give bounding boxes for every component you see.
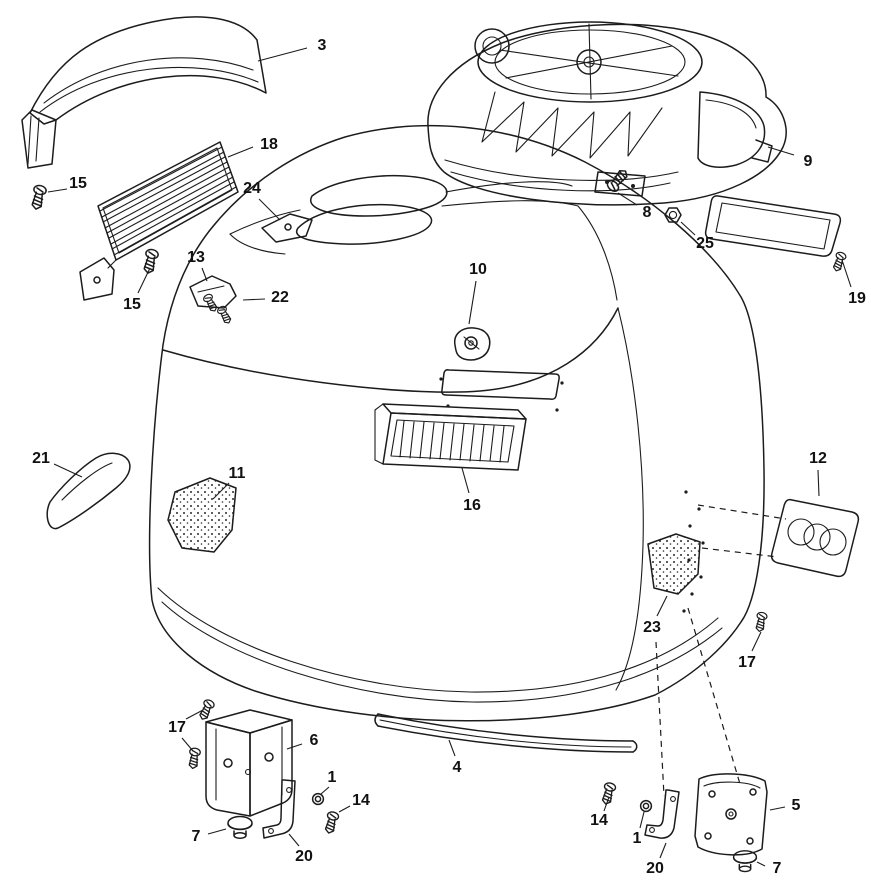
rivet-holes [682, 490, 705, 613]
part-callout-14: 14 [590, 812, 608, 829]
part-callout-19: 19 [848, 290, 866, 307]
leader-line-16 [461, 467, 470, 494]
part-callout-14: 14 [352, 792, 370, 809]
part-callout-4: 4 [453, 759, 462, 776]
trim-strip-part-4 [374, 713, 638, 753]
bracket-box-part-6 [205, 709, 293, 817]
leader-line-23 [656, 595, 668, 617]
vent-grille-part-18 [79, 141, 239, 301]
plate-part-19 [704, 195, 848, 273]
latch-part-10 [454, 327, 491, 361]
decal-part-12 [770, 498, 860, 578]
decal-part-21 [46, 452, 131, 530]
part-callout-1: 1 [328, 769, 337, 786]
bracket-part-24 [261, 213, 313, 243]
part-callout-13: 13 [187, 249, 205, 266]
screw-part-17-right [753, 611, 769, 633]
part-callout-20: 20 [646, 860, 664, 877]
part-callout-15: 15 [123, 296, 141, 313]
leader-line-3 [257, 47, 308, 62]
cap-part-7-left [227, 815, 253, 840]
leader-line-21 [53, 463, 83, 478]
engine-cover-body [148, 124, 765, 722]
part-callout-6: 6 [310, 732, 319, 749]
part-callout-10: 10 [469, 261, 487, 278]
leader-line-20 [659, 842, 667, 859]
front-vent-part-16 [374, 403, 527, 471]
leader-line-5 [769, 806, 786, 811]
nut-part-25 [664, 207, 682, 223]
leader-line-12 [817, 469, 820, 497]
part-callout-3: 3 [318, 37, 327, 54]
leader-line-14 [603, 796, 610, 812]
leader-line-11 [212, 482, 230, 500]
part-callout-25: 25 [696, 235, 714, 252]
strap-part-20-right [644, 789, 680, 839]
leader-line-7 [207, 828, 227, 835]
part-callout-15: 15 [69, 175, 87, 192]
bracket-parts-13-22 [189, 275, 237, 326]
part-callout-7: 7 [192, 828, 201, 845]
callout-layer: 3181515241322892519101621111223174617720… [32, 37, 866, 877]
leader-line-20 [288, 833, 300, 847]
part-callout-18: 18 [260, 136, 278, 153]
leader-line-1 [639, 811, 645, 829]
part-callout-7: 7 [773, 860, 782, 877]
leader-line-13 [201, 267, 208, 282]
part-callout-16: 16 [463, 497, 481, 514]
part-callout-9: 9 [804, 153, 813, 170]
part-callout-17: 17 [168, 719, 186, 736]
screw-part-14-right [599, 781, 618, 807]
part-callout-12: 12 [809, 450, 827, 467]
part-callout-17: 17 [738, 654, 756, 671]
leader-line-6 [286, 743, 303, 750]
washer-part-1-left [311, 792, 325, 806]
screw-part-14-left [322, 810, 341, 836]
flywheel-assembly-part-9 [427, 21, 787, 206]
leader-line-22 [242, 298, 266, 301]
part-callout-5: 5 [792, 797, 801, 814]
top-panel-part-3 [21, 16, 267, 169]
leader-line-1 [320, 786, 330, 795]
leader-line-18 [227, 146, 254, 158]
part-callout-20: 20 [295, 848, 313, 865]
leader-line-25 [680, 221, 696, 236]
leader-line-7 [756, 861, 766, 867]
leader-line-4 [448, 739, 456, 757]
sound-patch-part-23 [647, 533, 701, 595]
part-callout-23: 23 [643, 619, 661, 636]
leader-line-15 [47, 188, 68, 193]
part-callout-1: 1 [633, 830, 642, 847]
leader-line-8 [617, 192, 638, 206]
screw-part-17-left-b [186, 746, 202, 770]
washer-part-1-right [639, 799, 653, 813]
part-callout-24: 24 [243, 180, 261, 197]
screw-part-17-left-a [196, 697, 216, 722]
leader-line-17 [751, 631, 762, 652]
part-callout-21: 21 [32, 450, 50, 467]
leader-line-15 [137, 267, 151, 294]
part-callout-8: 8 [643, 204, 652, 221]
part-callout-11: 11 [229, 465, 246, 482]
leader-line-17 [185, 709, 204, 720]
strap-part-20-left [262, 779, 296, 839]
leader-line-19 [841, 259, 852, 288]
screw-part-15a [29, 183, 48, 212]
leader-line-24 [258, 198, 281, 221]
sound-patch-part-11 [167, 477, 237, 553]
leader-line-9 [767, 146, 795, 156]
leader-line-10 [468, 280, 477, 325]
leader-line-17 [181, 737, 194, 752]
part-callout-22: 22 [271, 289, 289, 306]
assembly-dashed-links [655, 504, 787, 797]
leader-line-14 [338, 805, 351, 813]
mount-plate-part-5 [694, 773, 768, 856]
screw-part-15b [141, 247, 160, 276]
